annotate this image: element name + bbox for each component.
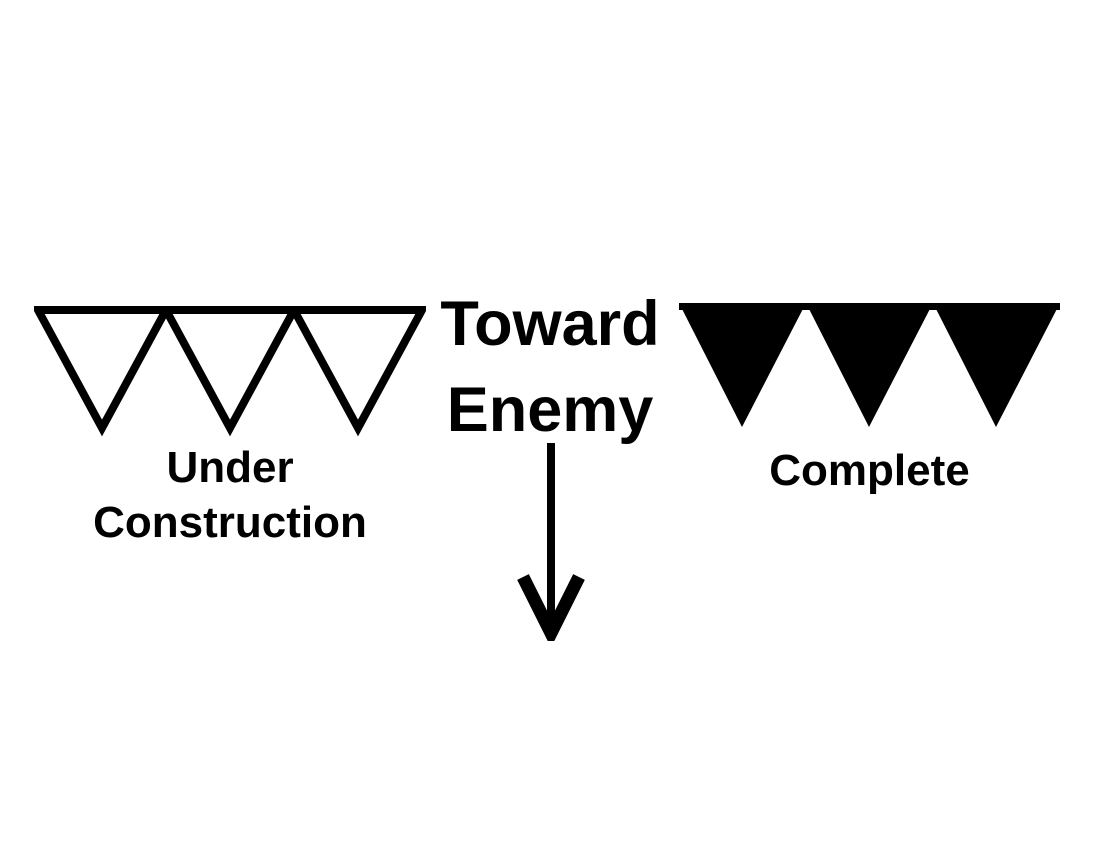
toward-enemy-caption-line1: Toward: [440, 289, 660, 359]
filled-triangle-1: [679, 303, 806, 427]
filled-triangles-group: [679, 303, 1060, 427]
toward-enemy-caption: Toward Enemy: [430, 281, 670, 453]
hollow-triangles-group: [34, 306, 426, 437]
under-construction-label-line2: Construction: [93, 498, 367, 547]
complete-label: Complete: [679, 443, 1060, 498]
hollow-triangle-2: [159, 306, 301, 437]
under-construction-label-line1: Under: [166, 443, 294, 492]
complete-label-text: Complete: [769, 446, 970, 495]
hollow-triangle-1: [34, 306, 173, 437]
hollow-triangle-row-icon: [34, 306, 426, 437]
filled-triangle-row-icon: [679, 303, 1060, 427]
toward-enemy-caption-line2: Enemy: [446, 375, 654, 445]
down-arrow-head: [517, 574, 585, 641]
filled-triangle-3: [933, 303, 1060, 427]
filled-triangle-2: [806, 303, 933, 427]
hollow-triangle-3: [287, 306, 426, 437]
under-construction-label: Under Construction: [38, 440, 422, 550]
down-arrow-icon: [517, 443, 585, 641]
down-arrow-group: [517, 443, 585, 641]
